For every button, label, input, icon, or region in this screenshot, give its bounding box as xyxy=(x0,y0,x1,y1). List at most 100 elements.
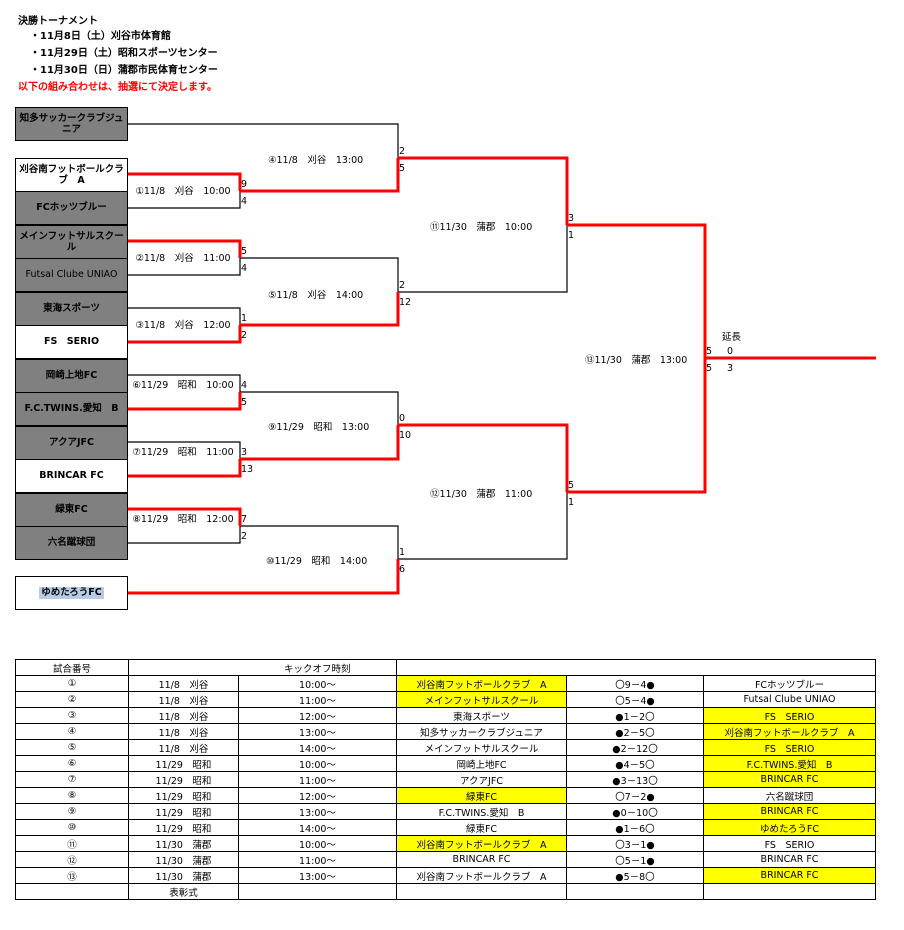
score-final-extra-bottom: 3 xyxy=(727,363,734,374)
cell-team-right: BRINCAR FC xyxy=(703,771,876,788)
score-m11-top: 3 xyxy=(568,213,575,224)
cell-team-left: 緑東FC xyxy=(396,787,567,804)
cell-kickoff: 11:00～ xyxy=(238,691,397,708)
cell-date-venue: 11/8 刈谷 xyxy=(128,723,239,740)
cell-date-venue: 11/8 刈谷 xyxy=(128,691,239,708)
cell-score: ●5－8〇 xyxy=(566,867,704,884)
score-m2-top: 5 xyxy=(241,246,248,257)
team-tokai-sports: 東海スポーツ xyxy=(15,292,128,326)
team-futsal-uniao: Futsal Clube UNIAO xyxy=(15,258,128,292)
cell-kickoff: 13:00～ xyxy=(238,723,397,740)
match-4-label: ④11/8 刈谷 13:00 xyxy=(268,155,364,166)
team-ryokuto: 緑東FC xyxy=(15,493,128,527)
cell-date-venue: 11/30 蒲郡 xyxy=(128,867,239,884)
cell-team-left: 知多サッカークラブジュニア xyxy=(396,723,567,740)
cell-match-no: ① xyxy=(15,675,129,692)
cell-match-no: ⑫ xyxy=(15,851,129,868)
cell-match-no: ⑩ xyxy=(15,819,129,836)
cell-score: ●4－5〇 xyxy=(566,755,704,772)
cell-empty xyxy=(703,883,876,900)
score-m1-bottom: 4 xyxy=(241,196,248,207)
score-m7-top: 3 xyxy=(241,447,248,458)
cell-team-right: FCホッツブルー xyxy=(703,675,876,692)
cell-team-right: 六名蹴球団 xyxy=(703,787,876,804)
cell-score: ●2－5〇 xyxy=(566,723,704,740)
score-m13-bottom: 5 xyxy=(706,363,713,374)
score-m2-bottom: 4 xyxy=(241,263,248,274)
team-twins-aichi-b: F.C.TWINS.愛知 B xyxy=(15,392,128,426)
header-kickoff: キックオフ時刻 xyxy=(238,659,397,676)
score-m12-top: 5 xyxy=(568,480,575,491)
cell-team-right: FS SERIO xyxy=(703,835,876,852)
cell-match-no: ④ xyxy=(15,723,129,740)
table-header-row: 試合番号 キックオフ時刻 xyxy=(15,659,876,676)
cell-match-no: ② xyxy=(15,691,129,708)
team-aqua-jfc: アクアJFC xyxy=(15,426,128,460)
team-kariyaminami-a: 刈谷南フットボールクラブ A xyxy=(15,158,128,192)
cell-empty xyxy=(238,883,397,900)
date-line-3: ・11月30日（日）蒲郡市民体育センター xyxy=(30,65,218,76)
score-m6-top: 4 xyxy=(241,380,248,391)
cell-kickoff: 13:00～ xyxy=(238,867,397,884)
cell-team-right: BRINCAR FC xyxy=(703,867,876,884)
cell-score: 〇9－4● xyxy=(566,675,704,692)
cell-date-venue: 11/30 蒲郡 xyxy=(128,835,239,852)
cell-team-right: FS SERIO xyxy=(703,739,876,756)
cell-team-left: 刈谷南フットボールクラブ A xyxy=(396,867,567,884)
match-2-label: ②11/8 刈谷 11:00 xyxy=(135,253,231,264)
cell-team-right: 刈谷南フットボールクラブ A xyxy=(703,723,876,740)
cell-kickoff: 11:00～ xyxy=(238,771,397,788)
match-5-label: ⑤11/8 刈谷 14:00 xyxy=(268,290,364,301)
final-overtime-label: 延長 xyxy=(722,332,742,343)
score-m13-top: 5 xyxy=(706,346,713,357)
cell-match-no: ⑦ xyxy=(15,771,129,788)
team-main-futsal: メインフットサルスクール xyxy=(15,225,128,259)
cell-match-no: ⑨ xyxy=(15,803,129,820)
date-line-1: ・11月8日（土）刈谷市体育館 xyxy=(30,31,171,42)
score-m4-bottom: 5 xyxy=(399,163,406,174)
cell-score: 〇7－2● xyxy=(566,787,704,804)
score-m6-bottom: 5 xyxy=(241,397,248,408)
cell-score: 〇3－1● xyxy=(566,835,704,852)
score-m12-bottom: 1 xyxy=(568,497,575,508)
match-7-label: ⑦11/29 昭和 11:00 xyxy=(132,447,234,458)
header-blank-3 xyxy=(396,659,567,676)
lottery-notice: 以下の組み合わせは、抽選にて決定します。 xyxy=(18,82,217,93)
team-fc-hotts-blue: FCホッツブルー xyxy=(15,191,128,225)
cell-score: 〇5－1● xyxy=(566,851,704,868)
cell-match-no: ⑪ xyxy=(15,835,129,852)
cell-kickoff: 10:00～ xyxy=(238,755,397,772)
team-brincar: BRINCAR FC xyxy=(15,459,128,493)
cell-team-left: 刈谷南フットボールクラブ A xyxy=(396,835,567,852)
match-10-label: ⑩11/29 昭和 14:00 xyxy=(266,556,368,567)
cell-match-no: ⑬ xyxy=(15,867,129,884)
score-m10-bottom: 6 xyxy=(399,564,406,575)
score-m4-top: 2 xyxy=(399,146,406,157)
cell-score: ●2－12〇 xyxy=(566,739,704,756)
cell-kickoff: 14:00～ xyxy=(238,739,397,756)
page-title: 決勝トーナメント xyxy=(18,16,98,27)
score-m3-bottom: 2 xyxy=(241,330,248,341)
cell-score: ●1－2〇 xyxy=(566,707,704,724)
cell-kickoff: 12:00～ xyxy=(238,707,397,724)
match-13-label: ⑬11/30 蒲郡 13:00 xyxy=(585,355,688,366)
cell-empty xyxy=(396,883,567,900)
cell-date-venue: 11/8 刈谷 xyxy=(128,675,239,692)
cell-team-right: BRINCAR FC xyxy=(703,851,876,868)
team-chita: 知多サッカークラブジュニア xyxy=(15,107,128,141)
cell-empty xyxy=(566,883,704,900)
cell-score: 〇5－4● xyxy=(566,691,704,708)
cell-team-left: 緑東FC xyxy=(396,819,567,836)
score-m8-bottom: 2 xyxy=(241,531,248,542)
cell-team-left: 岡崎上地FC xyxy=(396,755,567,772)
cell-team-left: メインフットサルスクール xyxy=(396,691,567,708)
team-yumetarou-label: ゆめたろうFC xyxy=(39,587,104,599)
cell-date-venue: 11/29 昭和 xyxy=(128,771,239,788)
cell-kickoff: 14:00～ xyxy=(238,819,397,836)
